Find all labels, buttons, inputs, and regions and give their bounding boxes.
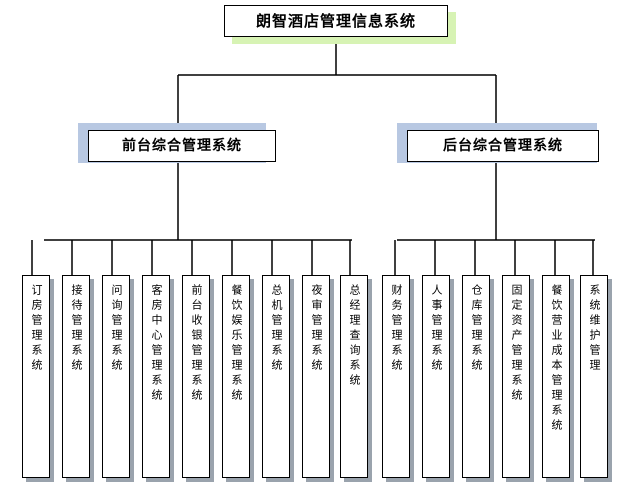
leaf-node-label: 夜审管理系统 (310, 284, 323, 374)
leaf-node-label: 前台收银管理系统 (190, 284, 203, 404)
back-office-branch-node: 后台综合管理系统 (407, 130, 599, 162)
leaf-node-label: 财务管理系统 (390, 284, 403, 374)
leaf-node-label: 订房管理系统 (30, 284, 43, 374)
leaf-node-label: 总机管理系统 (270, 284, 283, 374)
root-node: 朗智酒店管理信息系统 (224, 5, 448, 37)
leaf-node-label: 总经理查询系统 (348, 284, 361, 389)
leaf-node: 总经理查询系统 (340, 275, 368, 478)
leaf-node: 系统维护管理 (580, 275, 608, 478)
leaf-node: 餐饮娱乐管理系统 (222, 275, 250, 478)
leaf-node-label: 系统维护管理 (588, 284, 601, 374)
front-office-branch-label: 前台综合管理系统 (122, 138, 242, 154)
leaf-node: 问询管理系统 (102, 275, 130, 478)
back-office-branch-label: 后台综合管理系统 (443, 138, 563, 154)
leaf-node: 接待管理系统 (62, 275, 90, 478)
leaf-node-label: 接待管理系统 (70, 284, 83, 374)
leaf-node: 前台收银管理系统 (182, 275, 210, 478)
leaf-node: 固定资产管理系统 (502, 275, 530, 478)
leaf-node: 夜审管理系统 (302, 275, 330, 478)
root-node-label: 朗智酒店管理信息系统 (255, 12, 416, 30)
leaf-node: 订房管理系统 (22, 275, 50, 478)
leaf-node-label: 固定资产管理系统 (510, 284, 523, 404)
leaf-node: 客房中心管理系统 (142, 275, 170, 478)
leaf-node-label: 仓库管理系统 (470, 284, 483, 374)
front-office-branch-node: 前台综合管理系统 (88, 130, 276, 162)
leaf-node: 总机管理系统 (262, 275, 290, 478)
leaf-node: 仓库管理系统 (462, 275, 490, 478)
leaf-node: 财务管理系统 (382, 275, 410, 478)
leaf-node-label: 餐饮娱乐管理系统 (230, 284, 243, 404)
leaf-node-label: 问询管理系统 (110, 284, 123, 374)
leaf-node-label: 餐饮营业成本管理系统 (550, 284, 563, 434)
leaf-node: 餐饮营业成本管理系统 (542, 275, 570, 478)
leaf-node: 人事管理系统 (422, 275, 450, 478)
leaf-node-label: 人事管理系统 (430, 284, 443, 374)
leaf-node-label: 客房中心管理系统 (150, 284, 163, 404)
